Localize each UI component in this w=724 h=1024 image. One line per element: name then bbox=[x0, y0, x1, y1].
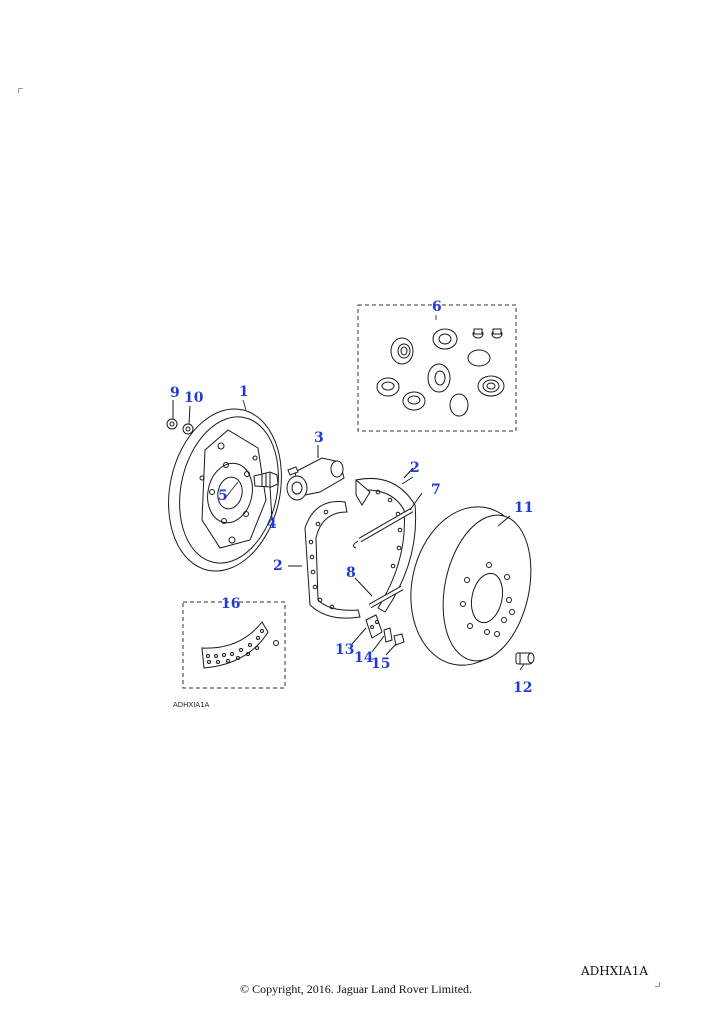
callout-3[interactable]: 3 bbox=[314, 430, 324, 446]
hold-down-parts bbox=[351, 614, 405, 656]
return-spring-upper bbox=[352, 492, 423, 549]
brake-shoe-right bbox=[355, 467, 417, 613]
figure-code: ADHXIA1A bbox=[581, 964, 649, 978]
callout-10[interactable]: 10 bbox=[184, 390, 204, 406]
callout-15[interactable]: 15 bbox=[371, 656, 391, 672]
wheel-stud bbox=[515, 652, 535, 665]
kit-box-16 bbox=[182, 601, 286, 689]
crop-mark-top-left bbox=[18, 88, 23, 93]
callout-4[interactable]: 4 bbox=[267, 516, 277, 532]
kit-box-6 bbox=[357, 304, 517, 432]
callout-12[interactable]: 12 bbox=[513, 680, 533, 696]
backing-plate bbox=[168, 408, 282, 572]
figure-code-small: ADHXIA1A bbox=[173, 701, 210, 709]
adjuster-bolt bbox=[253, 471, 279, 521]
callout-6[interactable]: 6 bbox=[432, 299, 442, 315]
callout-1[interactable]: 1 bbox=[239, 384, 249, 400]
return-spring-lower bbox=[354, 577, 404, 609]
seal-kit-parts bbox=[376, 328, 505, 417]
brake-drum bbox=[410, 506, 532, 666]
callout-13[interactable]: 13 bbox=[335, 642, 355, 658]
callout-2-lower[interactable]: 2 bbox=[273, 558, 283, 574]
copyright-notice: © Copyright, 2016. Jaguar Land Rover Lim… bbox=[239, 982, 473, 996]
callout-11[interactable]: 11 bbox=[514, 500, 534, 516]
crop-mark-bottom-right bbox=[655, 982, 660, 987]
leader-lines bbox=[225, 315, 525, 671]
callout-5[interactable]: 5 bbox=[218, 488, 228, 504]
callout-16[interactable]: 16 bbox=[221, 596, 241, 612]
callout-7[interactable]: 7 bbox=[431, 482, 441, 498]
callout-8[interactable]: 8 bbox=[346, 565, 356, 581]
wheel-cylinder bbox=[286, 445, 345, 501]
callout-14[interactable]: 14 bbox=[354, 650, 374, 666]
nut-and-washer bbox=[166, 400, 194, 435]
lining-kit-part bbox=[201, 621, 279, 669]
callout-9[interactable]: 9 bbox=[170, 385, 180, 401]
brake-shoe-left bbox=[288, 501, 361, 619]
callout-2-upper[interactable]: 2 bbox=[410, 460, 420, 476]
